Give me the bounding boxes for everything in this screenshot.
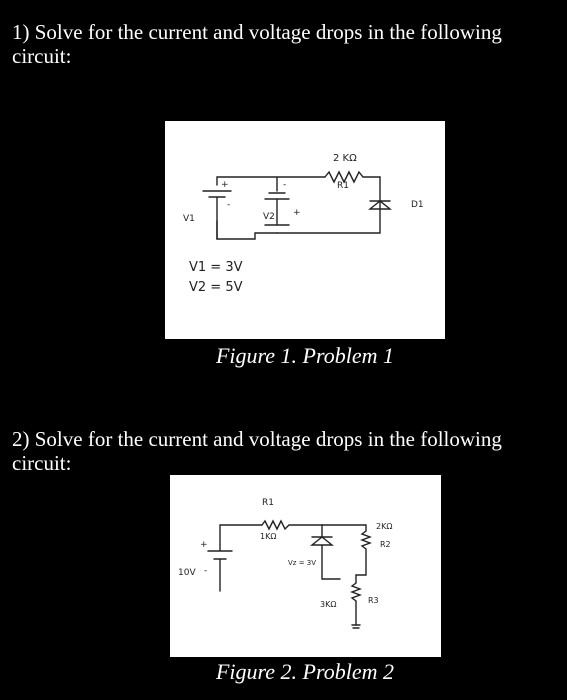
r2-branch — [321, 524, 367, 532]
resistor-r3 — [350, 574, 362, 626]
top-wire — [216, 176, 326, 192]
v2-name-label: V2 — [263, 212, 275, 222]
diode-d1 — [368, 200, 392, 210]
v1-plus-label: + — [221, 180, 229, 190]
r3-name-label: R3 — [368, 596, 379, 605]
r2-value-label: 2KΩ — [376, 522, 392, 531]
given-v2: V2 = 5V — [189, 280, 243, 295]
r3-value-label: 3KΩ — [320, 600, 336, 609]
r1-name-label: R1 — [262, 498, 274, 508]
r2-name-label: R2 — [380, 540, 391, 549]
resistor-r2 — [355, 530, 372, 576]
r3-ground — [351, 624, 361, 629]
source-plus-label: + — [200, 540, 208, 550]
figure-1-caption: Figure 1. Problem 1 — [215, 343, 394, 368]
source-label: 10V — [178, 568, 196, 578]
source-10v — [207, 524, 263, 592]
zener-diode — [310, 524, 341, 580]
vz-label: Vz = 3V — [288, 559, 316, 567]
r1-name-label: R1 — [337, 181, 349, 191]
circuit-2-svg: R1 1KΩ 2KΩ R2 3KΩ R3 Vz = 3V 10V + - — [178, 498, 392, 629]
given-v1: V1 = 3V — [189, 260, 243, 275]
v2-minus-label: - — [283, 180, 286, 190]
r1-value-label: 2 KΩ — [333, 153, 357, 164]
resistor-r1 — [261, 519, 323, 531]
v1-minus-label: - — [227, 200, 230, 210]
d1-name-label: D1 — [411, 200, 424, 210]
v2-plus-label: + — [293, 208, 301, 218]
v1-name-label: V1 — [183, 214, 195, 224]
right-wire — [276, 176, 381, 234]
figure-2-circuit-diagram: R1 1KΩ 2KΩ R2 3KΩ R3 Vz = 3V 10V + - — [170, 475, 441, 657]
source-minus-label: - — [204, 566, 207, 576]
problem-2-text: 2) Solve for the current and voltage dro… — [12, 427, 502, 475]
problem-1-text: 1) Solve for the current and voltage dro… — [12, 20, 502, 68]
resistor-r1 — [324, 170, 381, 184]
circuit-1-svg: 2 KΩ R1 D1 V1 V2 + - - + V1 = 3V V2 = 5V — [183, 153, 424, 295]
battery-v2 — [264, 192, 290, 226]
r1-value-label: 1KΩ — [260, 532, 276, 541]
figure-2-caption: Figure 2. Problem 2 — [215, 659, 394, 684]
figure-1-circuit-diagram: 2 KΩ R1 D1 V1 V2 + - - + V1 = 3V V2 = 5V — [165, 121, 445, 339]
